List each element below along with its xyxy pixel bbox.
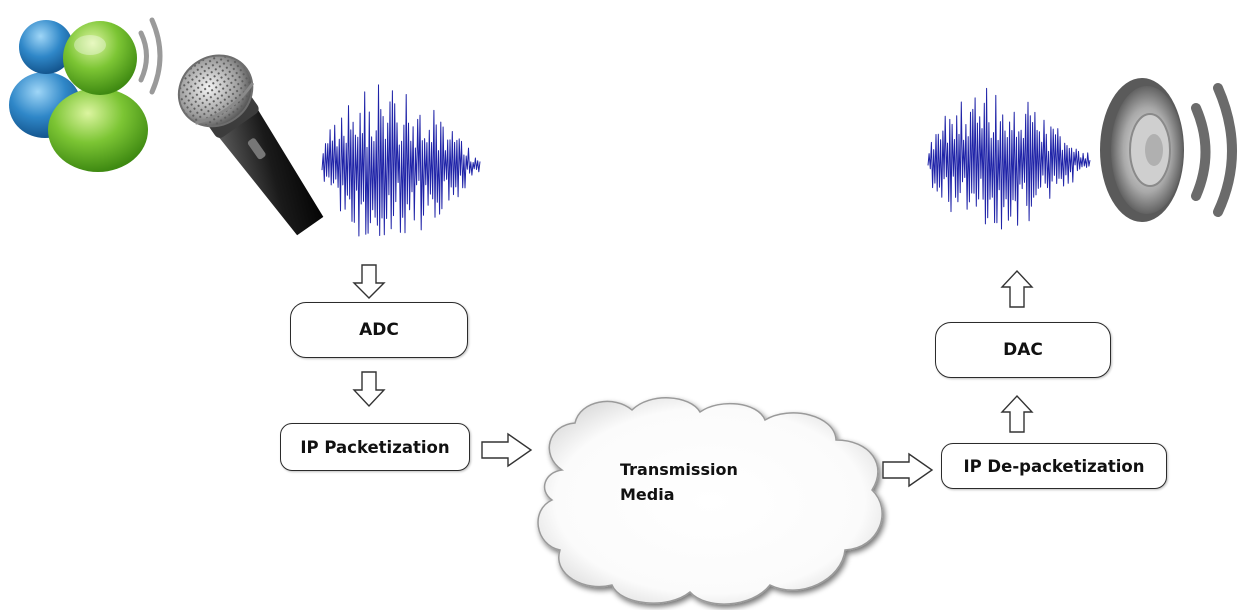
ip-depacketization-box: IP De-packetization: [941, 443, 1167, 489]
transmission-media-label-line1: Transmission: [620, 460, 738, 479]
transmission-media-label: Transmission Media: [620, 457, 738, 507]
ip-packetization-label: IP Packetization: [300, 437, 450, 457]
users-icon: [9, 20, 148, 172]
ip-depacketization-label: IP De-packetization: [963, 456, 1145, 476]
dac-box: DAC: [935, 322, 1111, 378]
sound-waves-icon: [138, 17, 163, 95]
arrow-up-to-waveform: [1000, 269, 1034, 308]
transmission-media-label-line2: Media: [620, 485, 675, 504]
adc-box: ADC: [290, 302, 468, 358]
arrow-right-to-cloud: [481, 432, 533, 468]
transmission-media-cloud: [537, 397, 883, 605]
arrow-up-to-dac: [1000, 394, 1034, 433]
arrow-right-to-ip-depacketization: [882, 452, 934, 488]
waveform-output: [927, 87, 1091, 230]
arrow-down-to-adc: [352, 264, 386, 299]
ip-packetization-box: IP Packetization: [280, 423, 470, 471]
adc-label: ADC: [359, 320, 399, 340]
arrow-down-to-ip-packetization: [352, 371, 386, 408]
waveform-input: [321, 84, 481, 237]
dac-label: DAC: [1003, 340, 1043, 360]
microphone-icon: [177, 54, 324, 236]
speaker-icon: [1100, 78, 1237, 222]
